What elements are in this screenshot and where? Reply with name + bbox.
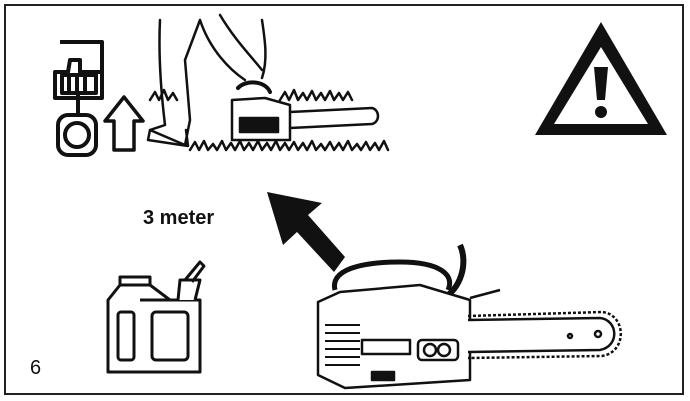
operator-starting-saw-icon <box>146 13 390 152</box>
warning-icon <box>535 22 667 135</box>
move-away-arrow-icon <box>267 192 345 272</box>
distance-label: 3 meter <box>143 207 215 229</box>
chainsaw-icon <box>316 243 622 390</box>
up-arrow-icon <box>103 95 145 152</box>
pull-start-icon <box>53 40 104 157</box>
fuel-can-icon <box>106 260 206 374</box>
page-number: 6 <box>30 357 42 379</box>
